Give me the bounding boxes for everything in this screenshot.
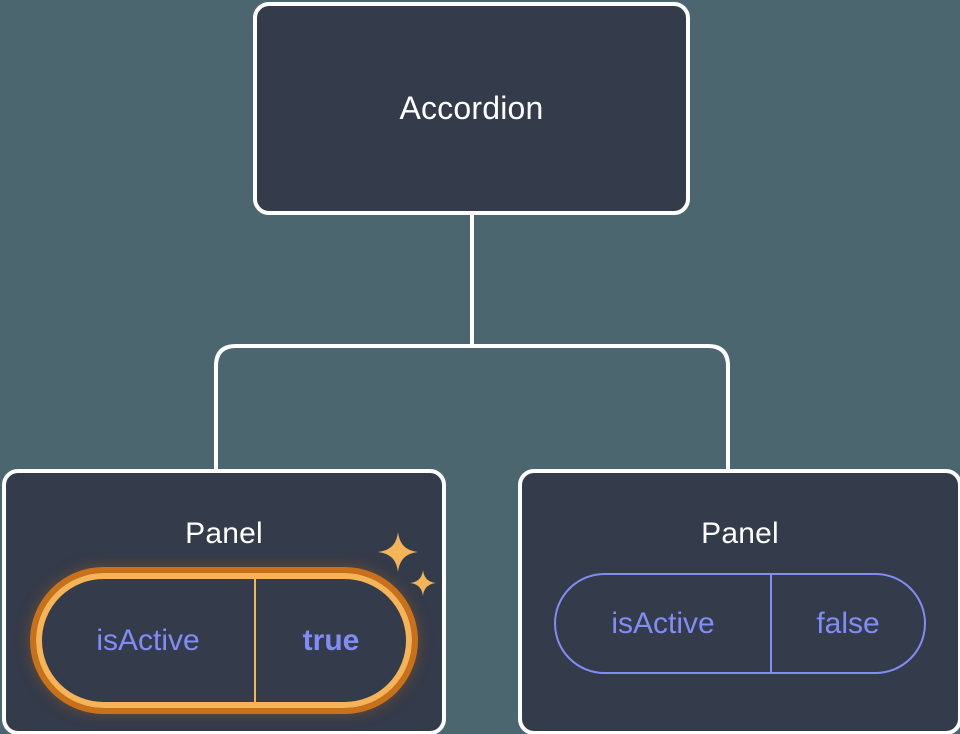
tree-node-accordion[interactable]: Accordion bbox=[253, 2, 690, 215]
prop-pill-wrapper-inactive: isActive false bbox=[554, 573, 926, 674]
prop-pill-isactive-false[interactable]: isActive false bbox=[554, 573, 926, 674]
prop-value-isactive-true: true bbox=[254, 579, 406, 702]
connector-child-bus bbox=[214, 344, 730, 470]
node-label-accordion: Accordion bbox=[399, 90, 544, 126]
prop-value-isactive-false: false bbox=[770, 575, 924, 672]
tree-node-panel-active[interactable]: Panel isActive true bbox=[2, 469, 446, 734]
prop-key-isactive-true: isActive bbox=[96, 623, 200, 657]
prop-key-isactive-false: isActive bbox=[611, 606, 715, 640]
node-label-panel-inactive: Panel bbox=[701, 517, 779, 550]
tree-node-panel-inactive[interactable]: Panel isActive false bbox=[518, 469, 960, 734]
prop-pill-isactive-true[interactable]: isActive true bbox=[30, 567, 418, 714]
node-label-panel-active: Panel bbox=[185, 517, 263, 550]
prop-pill-wrapper-active: isActive true bbox=[30, 567, 418, 714]
